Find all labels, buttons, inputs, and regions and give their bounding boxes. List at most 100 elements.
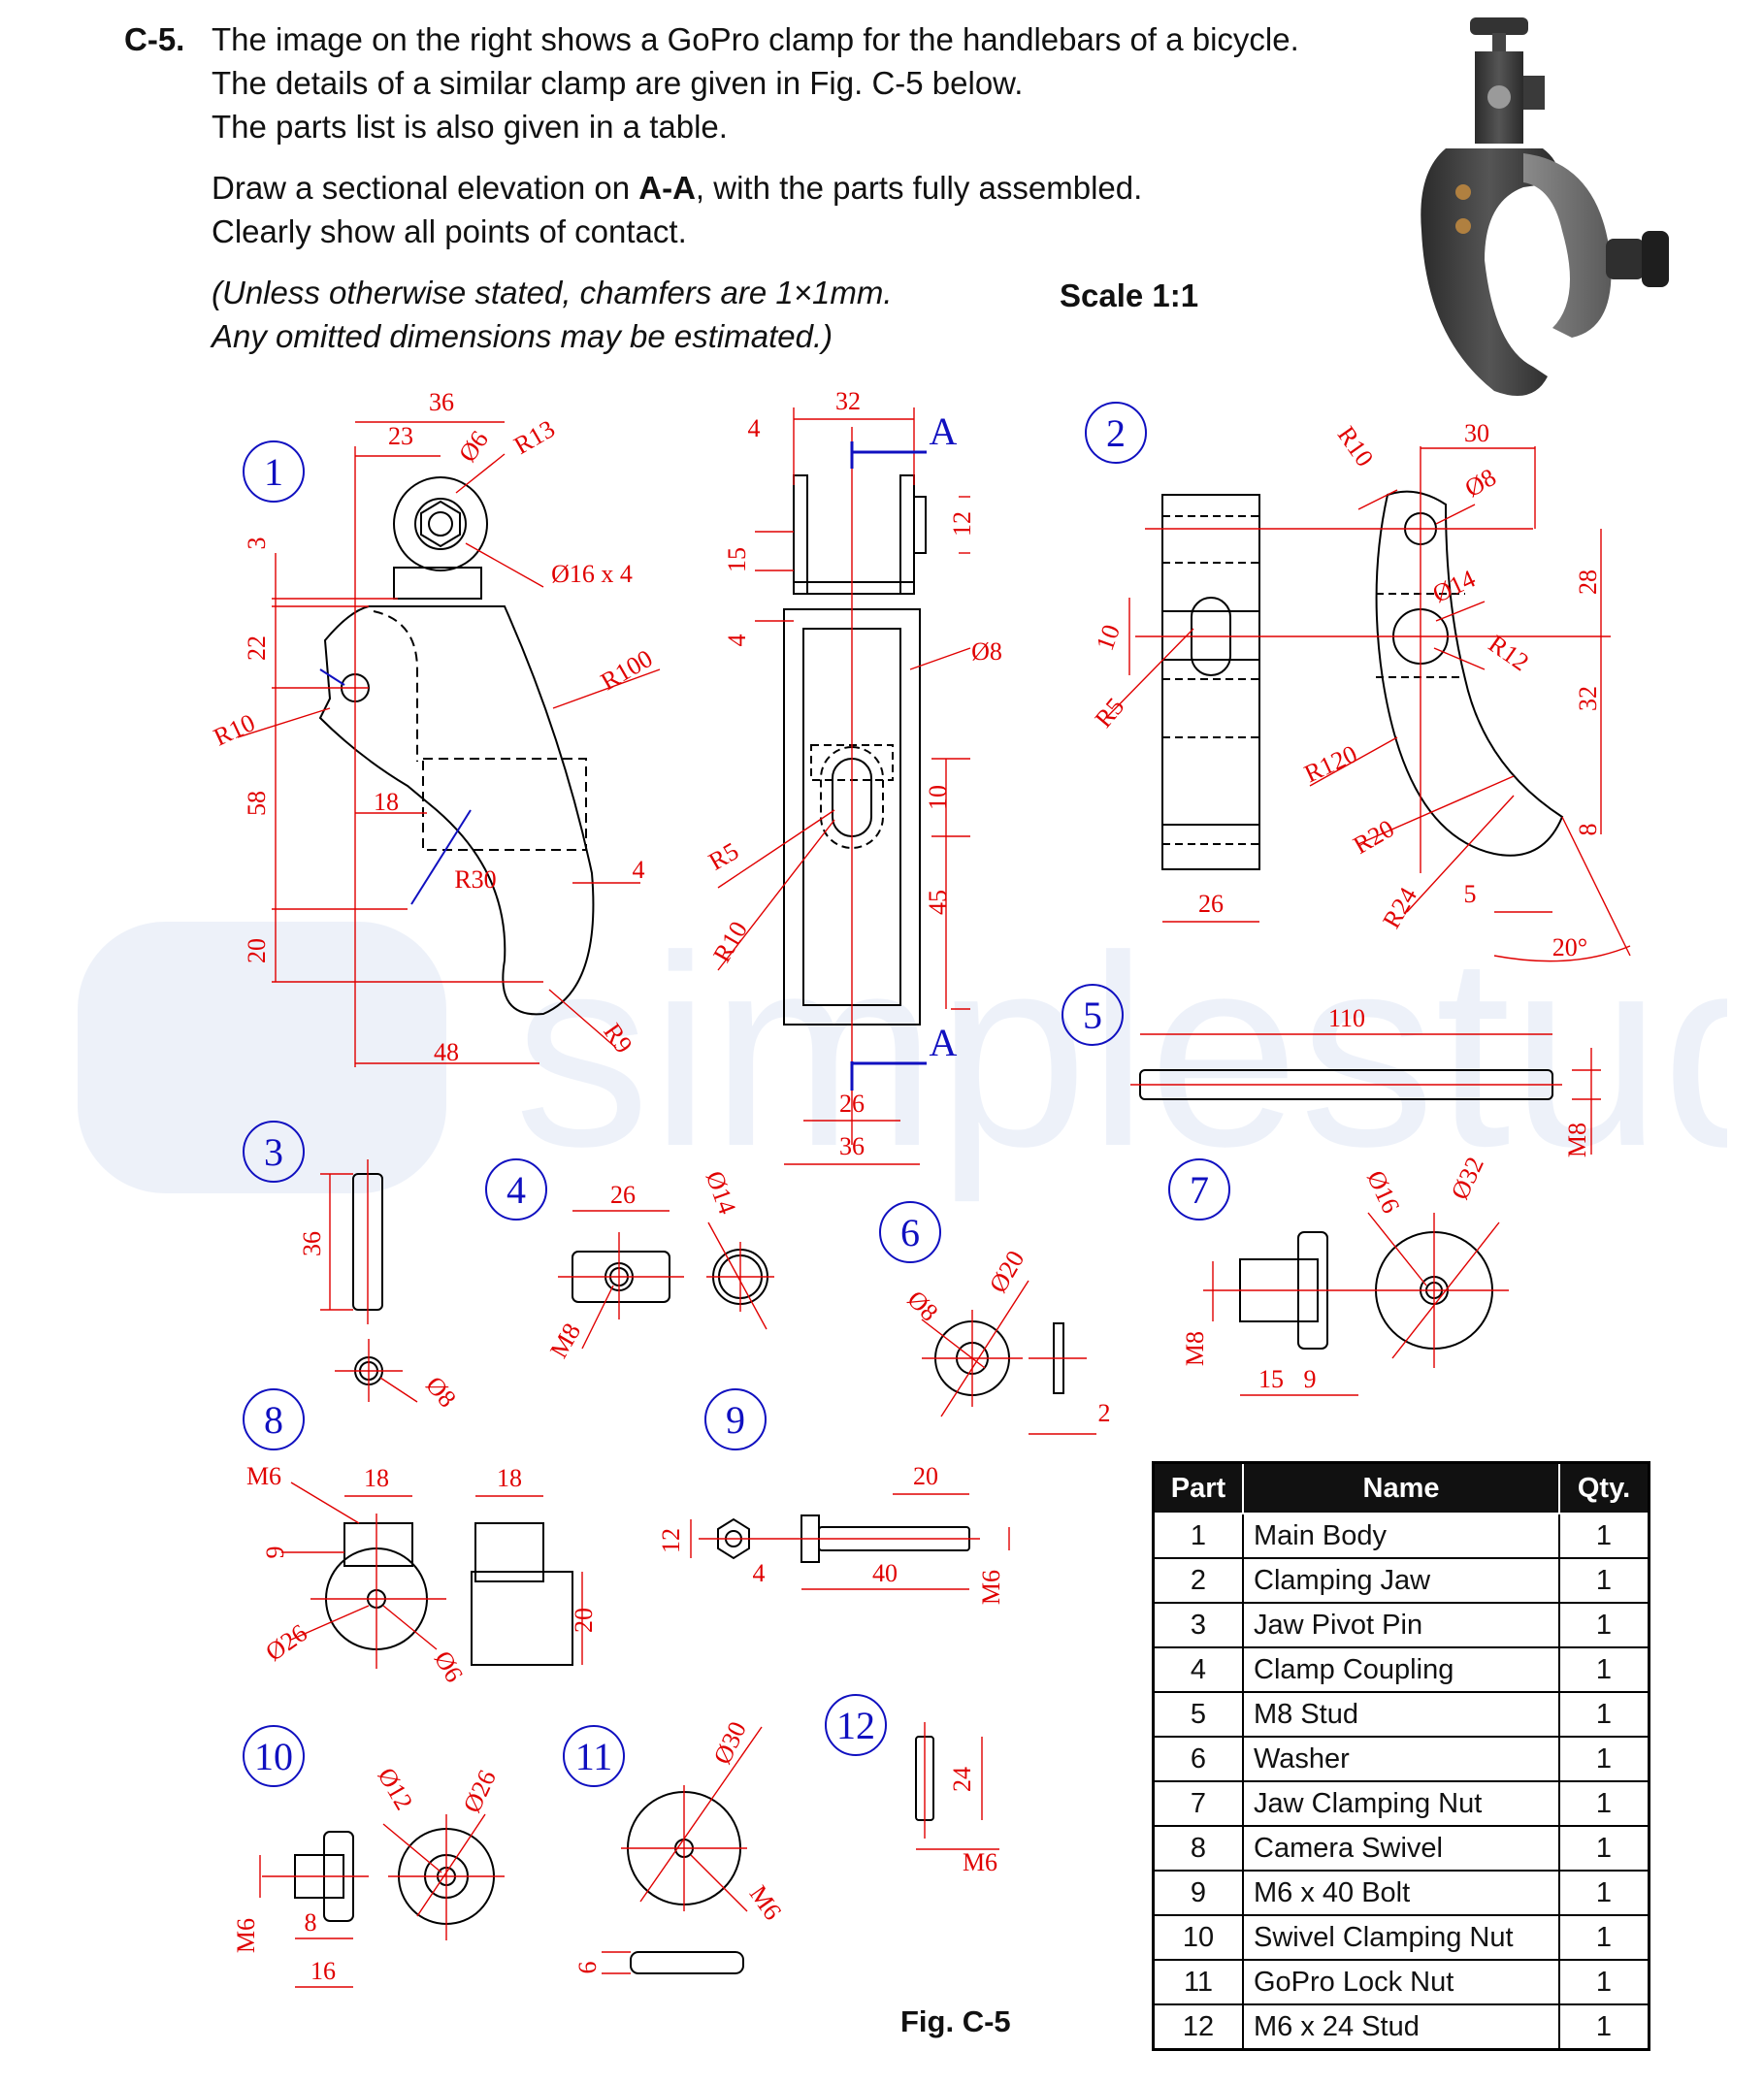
dim-label-p12-1: M6 — [963, 1848, 997, 1876]
part-2-side-view — [1375, 490, 1564, 857]
dim-label-p10-1: Ø26 — [458, 1766, 502, 1817]
part-11-view — [627, 1791, 744, 1974]
dim-label-p2-4: 30 — [1464, 419, 1489, 447]
dim-label-p4-2: M8 — [544, 1319, 586, 1363]
dim-label-p10-4: 16 — [310, 1957, 336, 1985]
qty-cell: 1 — [1558, 1557, 1650, 1604]
dim-label-p1-9: 58 — [243, 791, 271, 816]
qty-cell: 1 — [1558, 1736, 1650, 1782]
part-name-cell: Jaw Pivot Pin — [1242, 1602, 1560, 1648]
instruction-line-2: Clearly show all points of contact. — [212, 213, 687, 249]
dim-label-p1-14: 48 — [434, 1038, 459, 1066]
dim-label-p2-11: R20 — [1349, 814, 1399, 860]
qty-cell: 1 — [1558, 1914, 1650, 1961]
part-name-cell: Main Body — [1242, 1513, 1560, 1559]
part-number-cell: 3 — [1152, 1602, 1244, 1648]
part-8-view — [325, 1522, 573, 1666]
dim-label-front-4: 4 — [723, 635, 751, 647]
part-1-front-view — [783, 474, 927, 1026]
dim-label-p1-10: 18 — [374, 788, 399, 816]
dim-label-p5-1: M8 — [1563, 1123, 1591, 1157]
dim-label-front-2: 12 — [948, 511, 976, 537]
part-name-cell: Clamping Jaw — [1242, 1557, 1560, 1604]
qty-cell: 1 — [1558, 1646, 1650, 1693]
dim-label-p6-0: Ø8 — [902, 1286, 944, 1327]
instruction-line-1: Draw a sectional elevation on A-A, with … — [212, 170, 1143, 206]
part-name-cell: M6 x 24 Stud — [1242, 2003, 1560, 2051]
dim-label-p10-2: M6 — [232, 1918, 260, 1953]
dim-label-front-10: 26 — [839, 1090, 865, 1118]
dim-label-p4-1: Ø14 — [701, 1167, 742, 1218]
part-number-cell: 8 — [1152, 1825, 1244, 1872]
dim-label-p2-2: 26 — [1198, 890, 1224, 918]
part-number-cell: 9 — [1152, 1870, 1244, 1916]
watermark: simplestudy — [78, 902, 1727, 1204]
dim-label-p9-1: 12 — [657, 1528, 685, 1553]
dim-label-p8-2: 18 — [497, 1464, 522, 1492]
dim-label-p7-1: Ø32 — [1446, 1153, 1489, 1204]
part-1-view — [318, 476, 595, 1016]
dim-label-p8-3: 9 — [261, 1547, 289, 1559]
dim-label-p8-1: 18 — [364, 1464, 389, 1492]
dim-label-p1-5: 3 — [243, 537, 271, 550]
dim-label-p8-6: Ø6 — [429, 1646, 469, 1687]
part-number-cell: 4 — [1152, 1646, 1244, 1693]
header-name: Name — [1242, 1461, 1560, 1514]
dim-label-p1-6: 22 — [243, 635, 271, 661]
dim-label-p11-0: Ø30 — [708, 1717, 752, 1769]
part-marker-10: 10 — [254, 1735, 293, 1778]
part-marker-7: 7 — [1190, 1168, 1209, 1212]
note-line-2: Any omitted dimensions may be estimated.… — [212, 318, 833, 354]
gopro-clamp-photo — [1421, 17, 1669, 396]
part-marker-6: 6 — [900, 1211, 920, 1254]
watermark-text: simplestudy — [514, 902, 1727, 1204]
part-marker-8: 8 — [264, 1398, 283, 1442]
dim-label-front-5: Ø8 — [971, 637, 1002, 666]
question-number: C-5. — [124, 21, 185, 57]
dim-label-p9-4: M6 — [977, 1570, 1005, 1605]
dim-label-front-9: 45 — [924, 890, 952, 915]
dim-label-p1-11: R30 — [454, 865, 496, 894]
dim-label-p9-3: 40 — [872, 1559, 898, 1587]
dim-label-p7-3: 15 — [1258, 1365, 1284, 1393]
dim-label-p4-0: 26 — [610, 1181, 636, 1209]
dim-label-p3-0: 36 — [298, 1231, 326, 1256]
part-number-cell: 10 — [1152, 1914, 1244, 1961]
part-name-cell: Camera Swivel — [1242, 1825, 1560, 1872]
qty-cell: 1 — [1558, 1691, 1650, 1738]
header-part: Part — [1152, 1461, 1244, 1514]
question-line-2: The details of a similar clamp are given… — [212, 65, 1024, 101]
dim-label-p1-12: 4 — [633, 856, 645, 884]
dim-label-p1-2: Ø6 — [453, 426, 494, 468]
dim-label-p7-2: M8 — [1181, 1331, 1209, 1366]
dim-label-p1-1: 23 — [388, 422, 413, 450]
dim-label-p7-0: Ø16 — [1361, 1166, 1405, 1218]
dim-label-front-0: 32 — [835, 387, 861, 415]
dim-label-p9-2: 4 — [753, 1559, 766, 1587]
dim-label-front-6: 10 — [924, 785, 952, 810]
dim-label-p2-10: R120 — [1300, 739, 1361, 788]
qty-cell: 1 — [1558, 1513, 1650, 1559]
dim-label-p2-15: 20° — [1552, 933, 1587, 961]
part-marker-3: 3 — [264, 1130, 283, 1174]
part-marker-11: 11 — [575, 1735, 613, 1778]
dim-label-p2-14: 8 — [1574, 824, 1602, 836]
section-marker-top: A — [930, 409, 958, 453]
dim-label-p2-13: 5 — [1464, 880, 1477, 908]
part-marker-2: 2 — [1106, 411, 1126, 455]
dim-label-front-8: R10 — [707, 917, 753, 967]
qty-cell: 1 — [1558, 1825, 1650, 1872]
dim-label-front-7: R5 — [703, 836, 743, 875]
dim-label-p2-12: R24 — [1377, 883, 1422, 933]
part-marker-9: 9 — [726, 1398, 745, 1442]
dim-label-p2-0: 10 — [1091, 621, 1126, 654]
part-name-cell: Swivel Clamping Nut — [1242, 1914, 1560, 1961]
